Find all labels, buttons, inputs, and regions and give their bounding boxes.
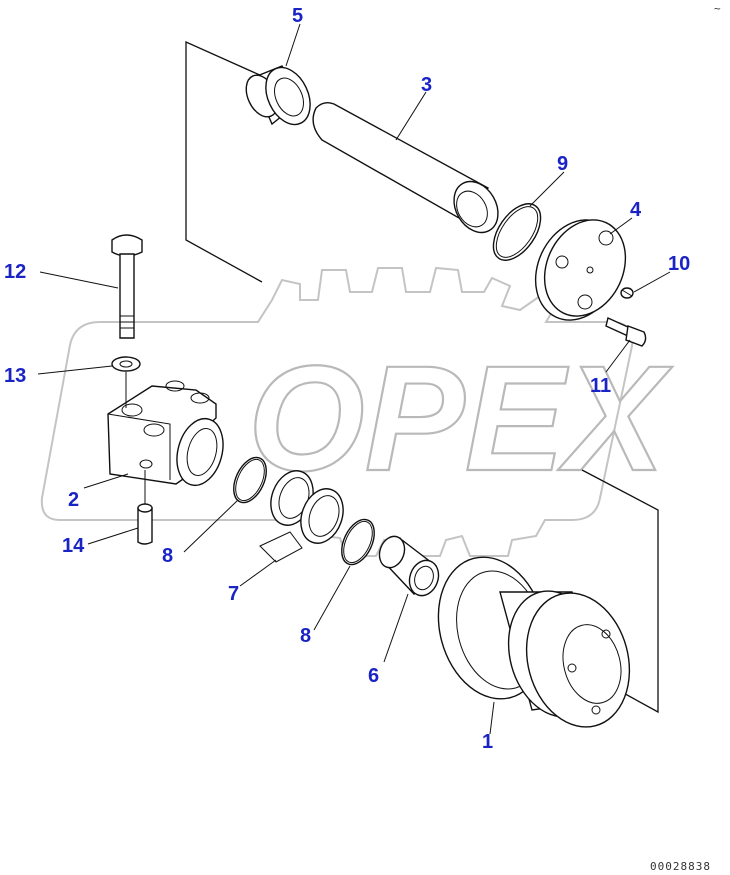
part-1-roller (437, 556, 631, 728)
callout-8-lower: 8 (300, 625, 311, 647)
callout-9: 9 (557, 153, 568, 175)
part-9-o-ring-inner (495, 206, 539, 258)
callout-8-upper: 8 (162, 545, 173, 567)
callout-6: 6 (368, 665, 379, 687)
part-8-o-ring-upper-inner (235, 458, 265, 502)
part-7-floating-seal (259, 470, 344, 563)
assembly-bracket-upper (185, 40, 263, 283)
part-8-o-ring-upper (233, 456, 267, 504)
part-4-cover (534, 219, 627, 321)
part-13-washer (111, 356, 141, 372)
part-8-o-ring-lower (341, 518, 375, 566)
part-12-bolt (111, 234, 143, 339)
part-3-shaft (312, 101, 499, 234)
part-13-washer-hole (119, 360, 133, 368)
callout-4: 4 (630, 199, 642, 221)
callout-12: 12 (4, 261, 26, 283)
assembly-bracket-lower (581, 469, 659, 714)
callout-13: 13 (4, 365, 26, 387)
part-5-collar (245, 65, 311, 126)
watermark: OPEX (40, 266, 674, 557)
part-11-bolt (605, 317, 647, 347)
callout-14: 14 (62, 535, 85, 557)
watermark-gear-outline (40, 266, 634, 557)
callout-2: 2 (68, 489, 79, 511)
part-8-o-ring-lower-inner (343, 520, 373, 564)
callout-3: 3 (421, 74, 432, 96)
callout-7: 7 (228, 583, 239, 605)
part-10-plug (620, 287, 634, 299)
callout-1: 1 (482, 731, 493, 753)
callout-5: 5 (292, 5, 303, 27)
callout-10: 10 (668, 253, 690, 275)
part-14-pin (137, 503, 153, 545)
corner-mark: ~ (714, 2, 722, 15)
leader-lines (37, 23, 671, 735)
callouts: 5 3 9 4 10 11 12 13 2 14 8 7 8 6 1 (4, 5, 690, 753)
watermark-text: OPEX (248, 334, 673, 502)
callout-11: 11 (590, 375, 611, 397)
part-9-o-ring (492, 203, 542, 261)
document-number: 00028838 (650, 860, 711, 873)
part-2-housing (107, 380, 224, 487)
part-6-bushing (378, 535, 440, 597)
